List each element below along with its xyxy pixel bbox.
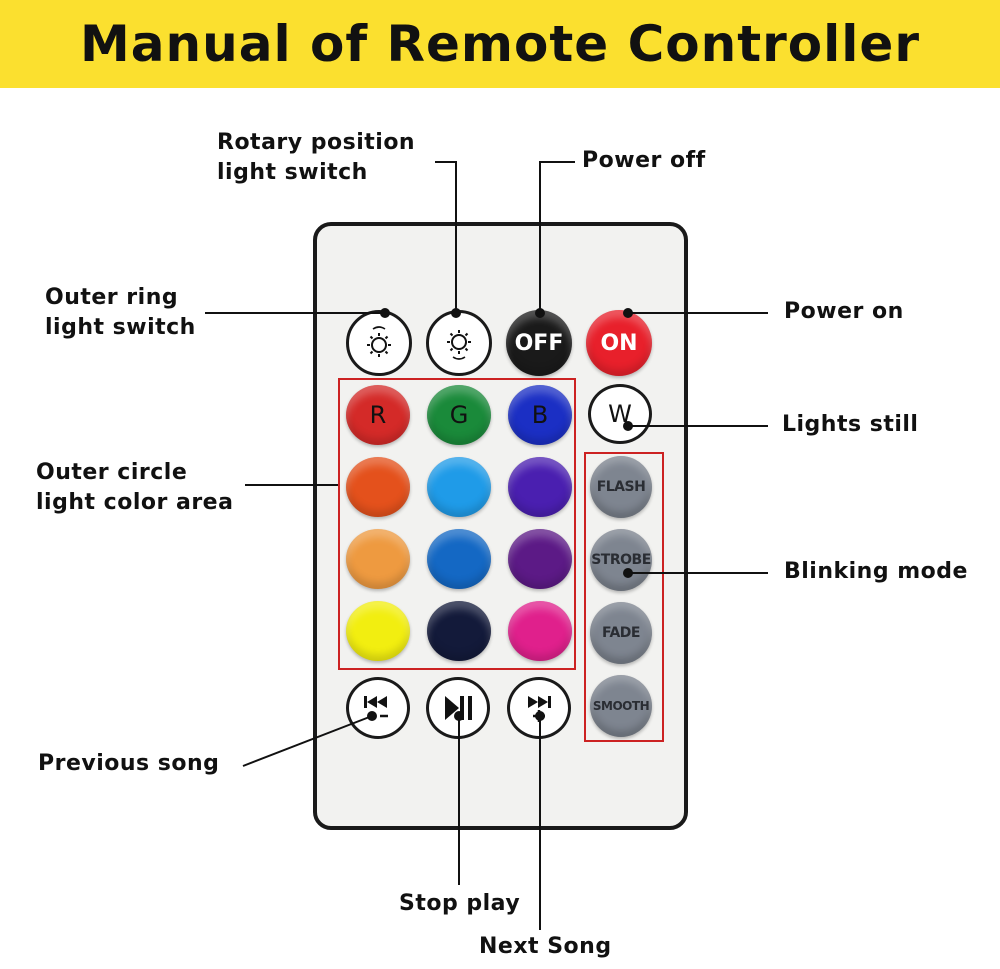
sky-blue-button[interactable] — [427, 457, 491, 517]
page-title: Manual of Remote Controller — [80, 15, 920, 73]
previous-song-button[interactable] — [346, 677, 410, 739]
label-outer-circle-line1: Outer circle — [36, 460, 188, 485]
label-rotary-line2: light switch — [217, 160, 368, 185]
smooth-button[interactable]: SMOOTH — [590, 675, 652, 737]
orange-button[interactable] — [346, 529, 410, 589]
blinking-mode-highlight — [584, 452, 664, 742]
fade-button[interactable]: FADE — [590, 602, 652, 664]
previous-track-icon — [364, 696, 388, 718]
magenta-button[interactable] — [508, 601, 572, 661]
purple-button[interactable] — [508, 529, 572, 589]
orange-red-button[interactable] — [346, 457, 410, 517]
on-button[interactable]: ON — [586, 310, 652, 376]
label-blinking-mode: Blinking mode — [784, 559, 968, 584]
label-power-off: Power off — [582, 148, 706, 173]
label-lights-still: Lights still — [782, 412, 919, 437]
indigo-button[interactable] — [508, 457, 572, 517]
sun-rotate-icon — [447, 330, 471, 360]
strobe-button[interactable]: STROBE — [590, 529, 652, 591]
white-button[interactable]: W — [588, 384, 652, 444]
label-outer-ring-line2: light switch — [45, 315, 196, 340]
green-button[interactable]: G — [427, 385, 491, 445]
label-outer-ring-line1: Outer ring — [45, 285, 179, 310]
yellow-button[interactable] — [346, 601, 410, 661]
label-stop-play: Stop play — [399, 891, 521, 916]
ocean-blue-button[interactable] — [427, 529, 491, 589]
label-power-on: Power on — [784, 299, 904, 324]
label-previous-song: Previous song — [38, 751, 220, 776]
sun-rotate-icon — [367, 326, 391, 357]
color-area-highlight — [338, 378, 576, 670]
navy-button[interactable] — [427, 601, 491, 661]
label-outer-circle-line2: light color area — [36, 490, 234, 515]
play-pause-icon — [445, 696, 472, 720]
outer-ring-light-button[interactable] — [346, 310, 412, 376]
rotary-position-light-button[interactable] — [426, 310, 492, 376]
title-banner — [0, 0, 1000, 88]
label-next-song: Next Song — [479, 934, 612, 959]
red-button[interactable]: R — [346, 385, 410, 445]
flash-button[interactable]: FLASH — [590, 456, 652, 518]
off-button[interactable]: OFF — [506, 310, 572, 376]
label-rotary-line1: Rotary position — [217, 130, 416, 155]
blue-button[interactable]: B — [508, 385, 572, 445]
